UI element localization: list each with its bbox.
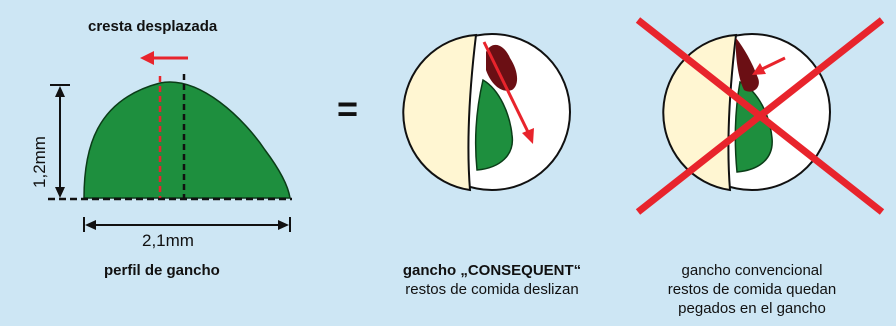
conventional-arrow-shaft (759, 56, 786, 72)
cross-out-line-2 (635, 17, 885, 215)
consequent-detail-group (402, 33, 571, 192)
profile-title: cresta desplazada (88, 18, 218, 35)
profile-caption: perfil de gancho (104, 262, 220, 279)
consequent-cream-surface (402, 33, 478, 192)
height-arrow-bottom (55, 187, 65, 198)
width-label: 2,1mm (142, 231, 194, 250)
conventional-detail-group (635, 17, 885, 215)
height-label: 1,2mm (30, 136, 49, 188)
hook-profile-group (48, 51, 292, 232)
consequent-caption-text: restos de comida deslizan (405, 281, 579, 298)
equals-sign: = (337, 88, 359, 129)
consequent-slide-arrow-shaft (482, 41, 530, 133)
consequent-hook-green (474, 78, 514, 171)
consequent-caption-title: gancho „CONSEQUENT“ (402, 262, 582, 279)
displacement-arrow-head (140, 51, 154, 65)
conventional-caption-line-2: restos de comida quedan (667, 281, 837, 298)
width-arrow-right (278, 220, 289, 230)
conventional-food-debris (735, 38, 759, 92)
conventional-arrow-head (752, 63, 766, 75)
height-label-wrap: 1,2mm (28, 132, 52, 192)
conventional-caption-line-1: gancho convencional (681, 262, 823, 279)
hook-profile-shape (83, 81, 291, 199)
height-arrow-top (55, 86, 65, 97)
width-arrow-left (85, 220, 96, 230)
consequent-food-debris (486, 44, 518, 91)
consequent-slide-arrow-head (522, 128, 534, 144)
conventional-caption-line-3: pegados en el gancho (678, 300, 826, 317)
